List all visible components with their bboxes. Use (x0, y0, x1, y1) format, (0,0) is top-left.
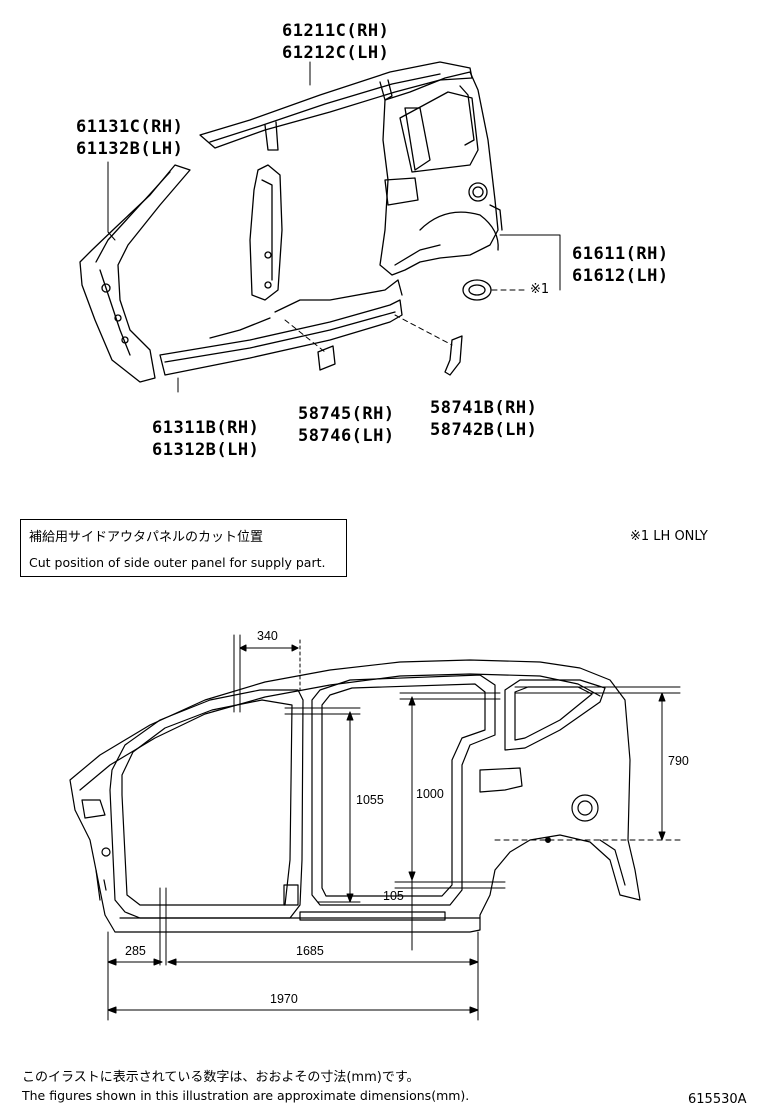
rocker-lh-label: 61312B(LH) (152, 440, 260, 460)
dim-105: 105 (383, 889, 404, 903)
center-pillar-part (249, 164, 283, 301)
front-pillar-rh-label: 61131C(RH) (76, 117, 184, 137)
quarter-panel-rh-label: 61611(RH) (572, 244, 669, 264)
rocker-rh-label: 61311B(RH) (152, 418, 260, 438)
dimension-texts: 340 1055 1000 790 105 285 1685 1970 (125, 629, 689, 1006)
dim-1970: 1970 (270, 992, 298, 1006)
cut-position-jp: 補給用サイドアウタパネルのカット位置 (29, 530, 264, 545)
dim-1000: 1000 (416, 787, 444, 801)
cut-position-box: 補給用サイドアウタパネルのカット位置 Cut position of side … (20, 519, 347, 577)
patch-b-part (444, 335, 463, 376)
leader-lines (107, 61, 561, 393)
patch-a-label: 58745(RH) 58746(LH) (298, 403, 395, 447)
dim-1685: 1685 (296, 944, 324, 958)
dim-340: 340 (257, 629, 278, 643)
roof-rail-lh-label: 61212C(LH) (282, 43, 390, 63)
quarter-panel-lh-label: 61612(LH) (572, 266, 669, 286)
patch-b-rh-label: 58741B(RH) (430, 398, 538, 418)
exploded-parts-drawing (79, 61, 561, 393)
front-pillar-lh-label: 61132B(LH) (76, 139, 184, 159)
fuel-lid-ref-mark: ※1 (530, 282, 550, 297)
patch-a-part (317, 345, 336, 371)
patch-b-label: 58741B(RH) 58742B(LH) (430, 397, 537, 441)
side-panel-outline (69, 659, 641, 933)
roof-rail-rh-label: 61211C(RH) (282, 21, 390, 41)
lh-only-note: ※1 LH ONLY (630, 529, 708, 544)
patch-b-lh-label: 58742B(LH) (430, 420, 538, 440)
front-pillar-label: 61131C(RH) 61132B(LH) (76, 116, 183, 160)
roof-rail-label: 61211C(RH) 61212C(LH) (282, 20, 389, 64)
dim-790: 790 (668, 754, 689, 768)
illustration-code: 615530A (688, 1092, 747, 1107)
rocker-label: 61311B(RH) 61312B(LH) (152, 417, 259, 461)
dim-285: 285 (125, 944, 146, 958)
front-pillar-part (79, 164, 191, 383)
rocker-part (159, 279, 403, 376)
footer-en-note: The figures shown in this illustration a… (22, 1088, 470, 1103)
dimension-lines (107, 644, 681, 1021)
cut-position-en: Cut position of side outer panel for sup… (29, 555, 326, 570)
quarter-panel-label: 61611(RH) 61612(LH) (572, 243, 669, 287)
quarter-body-part (379, 71, 503, 276)
footer-jp-note: このイラストに表示されている数字は、おおよその寸法(mm)です。 (22, 1070, 420, 1085)
dim-1055: 1055 (356, 793, 384, 807)
patch-a-lh-label: 58746(LH) (298, 426, 395, 446)
fuel-lid-part (462, 279, 492, 301)
patch-a-rh-label: 58745(RH) (298, 404, 395, 424)
